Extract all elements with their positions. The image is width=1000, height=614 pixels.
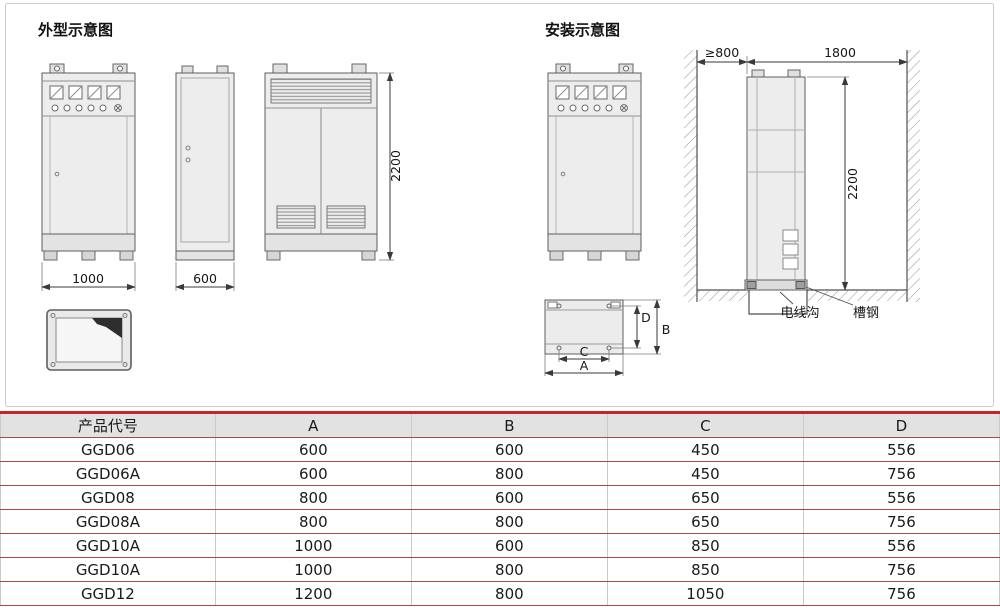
cell-dim-a: 1000	[214, 533, 412, 558]
outline-front-width-dim: 1000	[41, 262, 136, 291]
cell-dim-b: 800	[410, 581, 608, 606]
cell-dim-d: 556	[802, 485, 1000, 510]
cell-dim-c: 850	[606, 533, 804, 558]
cell-dim-a: 800	[214, 509, 412, 534]
cell-dim-d: 556	[802, 533, 1000, 558]
cell-product-code: GGD08	[0, 485, 216, 510]
cell-dim-c: 450	[606, 461, 804, 486]
outline-rear-view	[264, 63, 378, 261]
header-dim-a: A	[214, 412, 412, 438]
outline-section-title: 外型示意图	[37, 21, 113, 39]
cell-dim-b: 600	[410, 437, 608, 462]
cell-dim-a: 600	[214, 461, 412, 486]
install-callouts: 电线沟 槽钢	[779, 286, 879, 321]
install-front-view	[547, 63, 642, 261]
cell-dim-d: 756	[802, 557, 1000, 582]
install-side-assembly	[684, 50, 920, 315]
dim-side-width-label: 600	[193, 271, 217, 286]
install-span-dim: 1800	[746, 45, 908, 66]
header-dim-c: C	[606, 412, 804, 438]
spec-table: 产品代号 A B C D GGD06 600 600 450 556 GGD06…	[0, 411, 1000, 606]
table-row: GGD06A 600 800 450 756	[0, 461, 1000, 486]
cell-dim-b: 600	[410, 533, 608, 558]
header-product-code: 产品代号	[0, 412, 216, 438]
cell-product-code: GGD06A	[0, 461, 216, 486]
cell-dim-a: 600	[214, 437, 412, 462]
table-row: GGD08 800 600 650 556	[0, 485, 1000, 510]
technical-drawings: 外型示意图 安装示意图 1000 600	[5, 3, 994, 407]
outline-side-view	[175, 65, 235, 261]
cell-dim-b: 800	[410, 557, 608, 582]
install-height-dim: 2200	[807, 76, 860, 291]
install-section-title: 安装示意图	[545, 21, 620, 39]
header-dim-d: D	[802, 412, 1000, 438]
outline-front-view	[41, 63, 136, 261]
cell-dim-b: 800	[410, 461, 608, 486]
cell-dim-c: 1050	[606, 581, 804, 606]
cell-dim-b: 600	[410, 485, 608, 510]
outline-section-view	[46, 309, 132, 371]
dim-front-width-label: 1000	[72, 271, 104, 286]
cell-dim-a: 1000	[214, 557, 412, 582]
cell-product-code: GGD08A	[0, 509, 216, 534]
cell-dim-c: 650	[606, 485, 804, 510]
header-dim-b: B	[410, 412, 608, 438]
cell-dim-a: 800	[214, 485, 412, 510]
cell-dim-c: 850	[606, 557, 804, 582]
dim-wall-clearance-label: ≥800	[705, 45, 739, 60]
cell-product-code: GGD10A	[0, 533, 216, 558]
outline-side-width-dim: 600	[175, 262, 235, 291]
cell-dim-d: 756	[802, 581, 1000, 606]
dim-b-label: B	[662, 322, 671, 337]
cable-trench-label: 电线沟	[780, 306, 819, 321]
table-row: GGD06 600 600 450 556	[0, 437, 1000, 462]
dim-d-label: D	[641, 310, 651, 325]
table-row: GGD10A 1000 600 850 556	[0, 533, 1000, 558]
cell-dim-b: 800	[410, 509, 608, 534]
table-row: GGD10A 1000 800 850 756	[0, 557, 1000, 582]
outline-height-dim: 2200	[379, 72, 403, 261]
dim-install-height-label: 2200	[845, 168, 860, 200]
table-row: GGD12 1200 800 1050 756	[0, 581, 1000, 606]
install-plan-view: C A D B	[544, 299, 671, 377]
cell-dim-a: 1200	[214, 581, 412, 606]
cell-dim-d: 556	[802, 437, 1000, 462]
cell-dim-c: 450	[606, 437, 804, 462]
dim-height-label: 2200	[388, 150, 403, 182]
dim-c-label: C	[580, 344, 589, 359]
cell-dim-c: 650	[606, 509, 804, 534]
dim-a-label: A	[580, 358, 589, 373]
cell-product-code: GGD10A	[0, 557, 216, 582]
cell-product-code: GGD12	[0, 581, 216, 606]
cell-product-code: GGD06	[0, 437, 216, 462]
table-row: GGD08A 800 800 650 756	[0, 509, 1000, 534]
cell-dim-d: 756	[802, 461, 1000, 486]
channel-steel-label: 槽钢	[853, 306, 879, 321]
table-header-row: 产品代号 A B C D	[0, 412, 1000, 438]
cell-dim-d: 756	[802, 509, 1000, 534]
dim-span-label: 1800	[824, 45, 856, 60]
